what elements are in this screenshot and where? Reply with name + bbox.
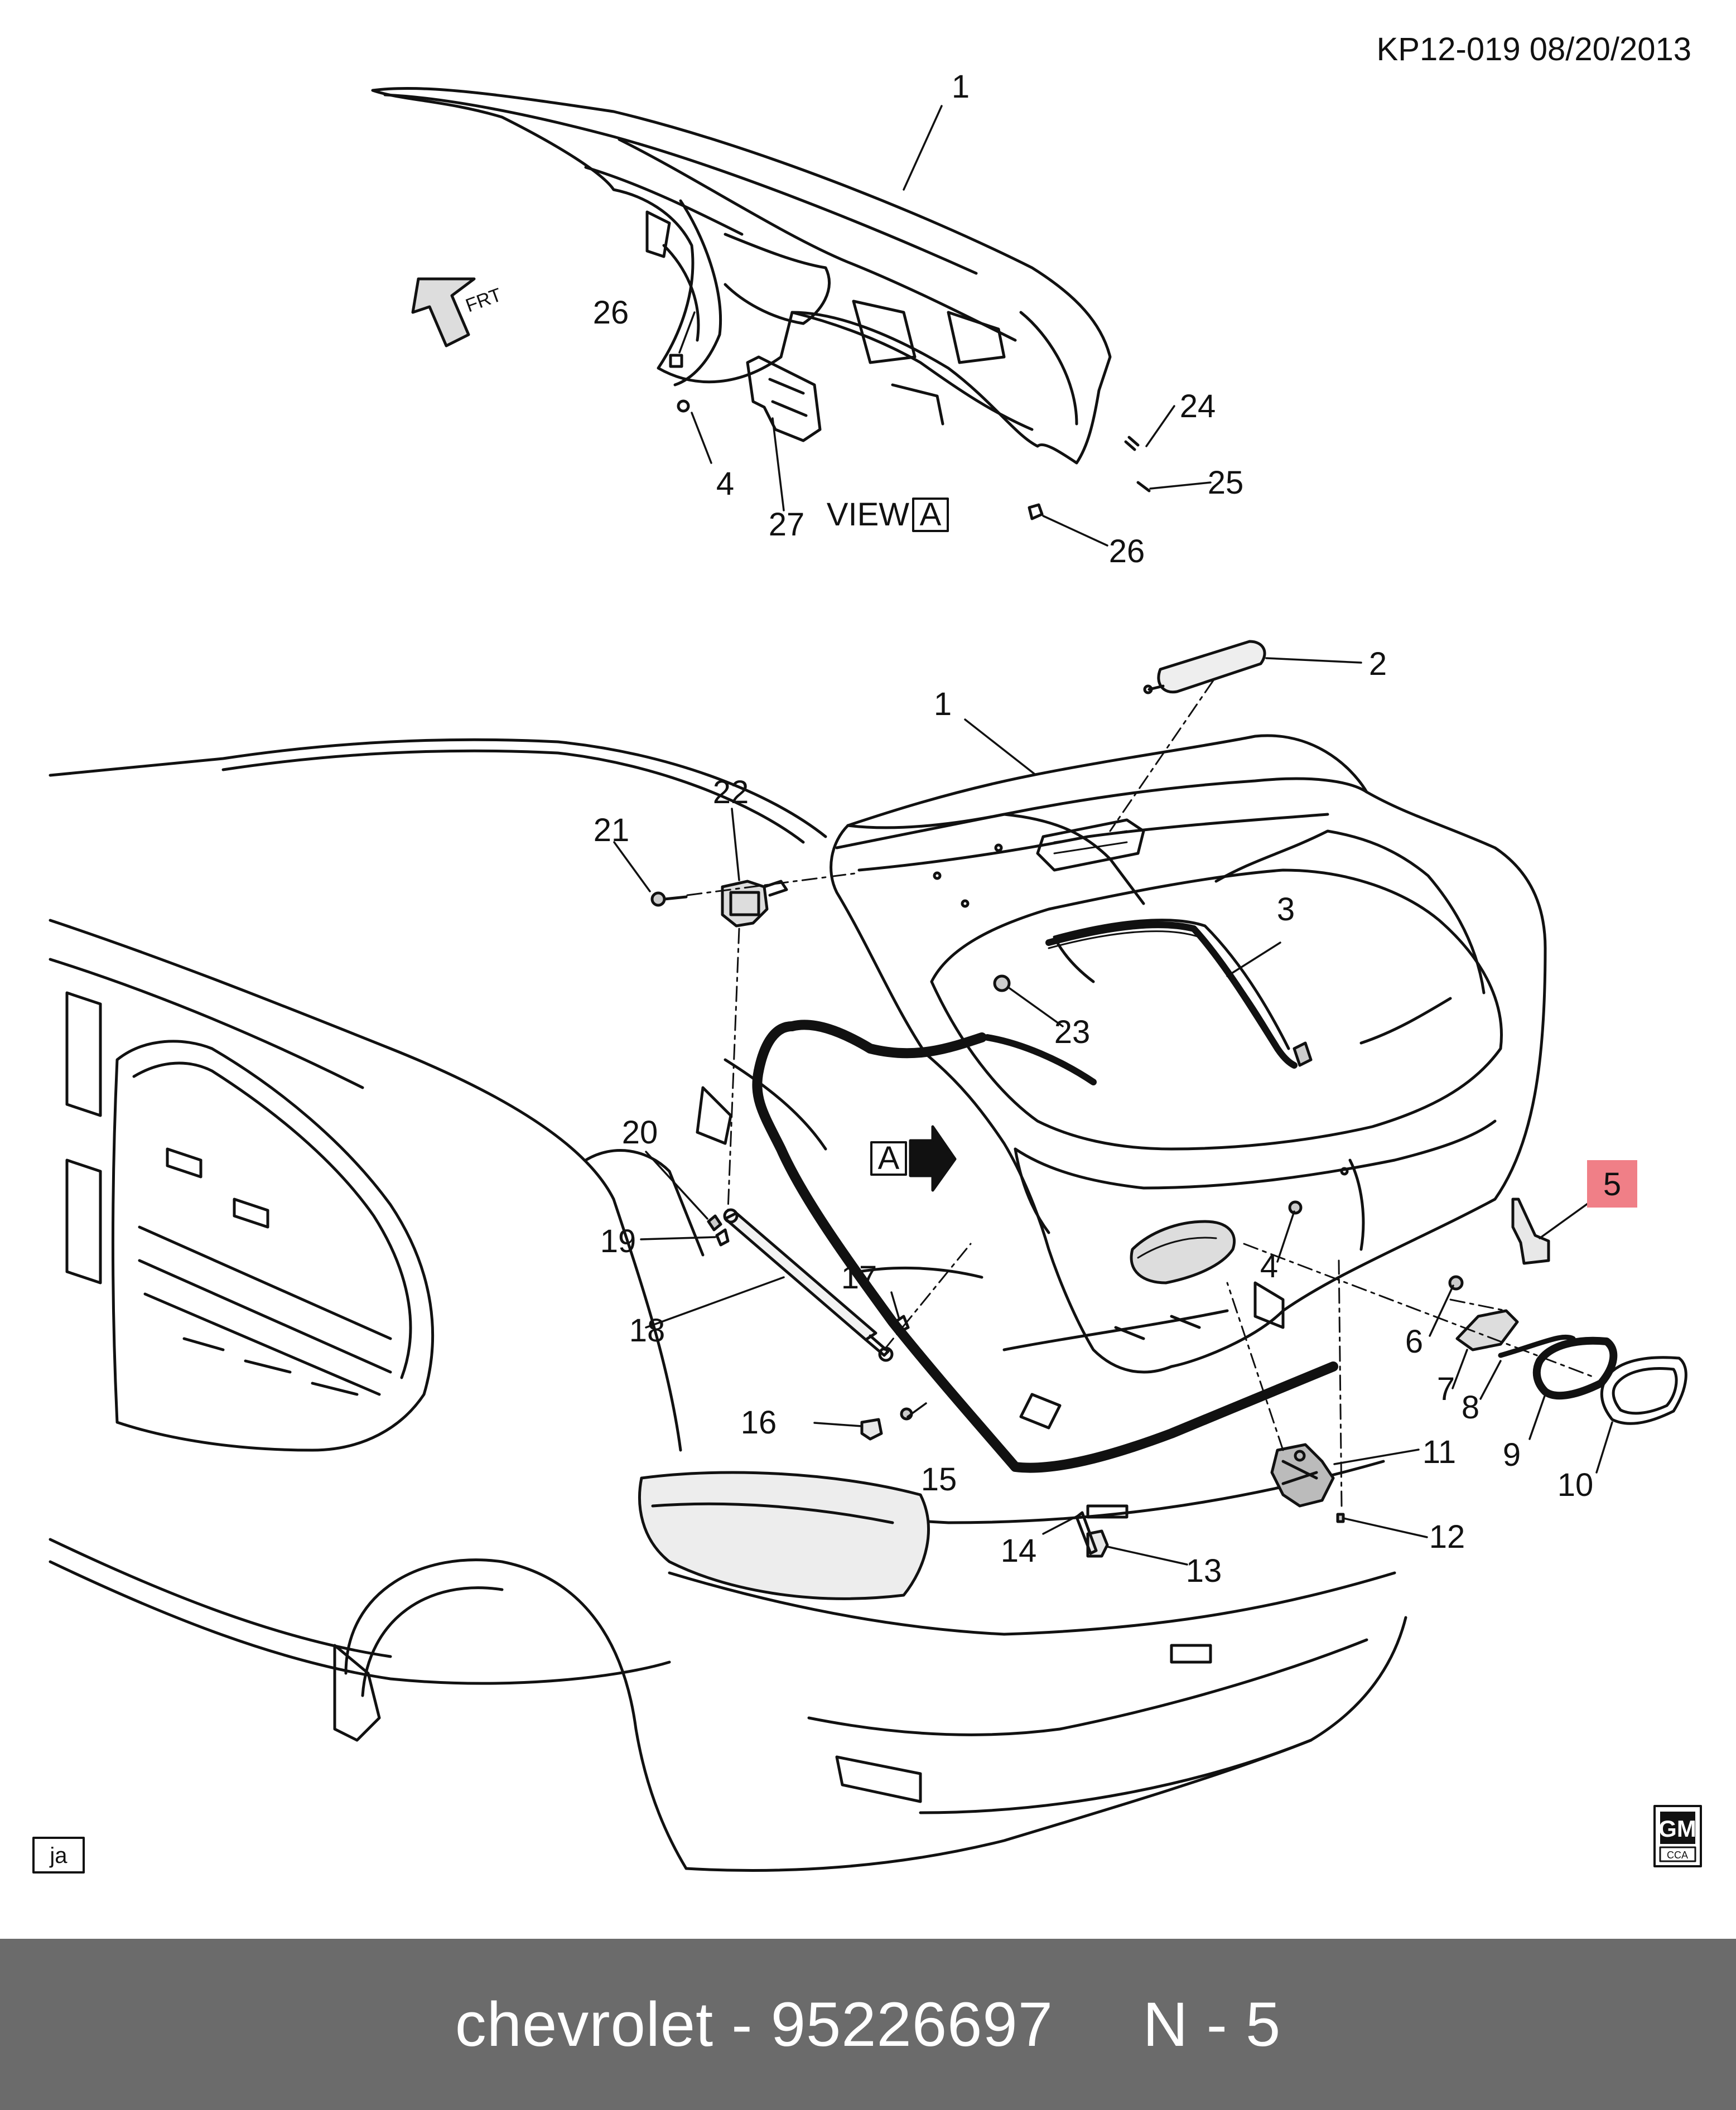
callout-22: 22 <box>713 774 749 810</box>
part-16-clip <box>860 1418 883 1441</box>
part-7-handle <box>1455 1309 1519 1351</box>
callout-top-1: 1 <box>952 69 970 105</box>
callout-top-27: 27 <box>769 506 805 543</box>
callout-19: 19 <box>600 1223 636 1259</box>
part-5-highlight <box>1587 1160 1637 1208</box>
part-9-bezel-seal <box>1532 1336 1618 1400</box>
callout-top-26b: 26 <box>1109 533 1145 569</box>
callout-6: 6 <box>1405 1324 1423 1360</box>
callout-3: 3 <box>1277 891 1295 928</box>
gm-logo-sub: CCA <box>1667 1850 1688 1861</box>
callout-7: 7 <box>1437 1371 1455 1407</box>
part-19-clip <box>715 1228 730 1247</box>
part-8-gasket <box>1498 1334 1576 1358</box>
part-21-bolt <box>650 891 688 907</box>
callout-top-4: 4 <box>716 466 734 502</box>
callout-23: 23 <box>1054 1014 1091 1050</box>
view-label-letter: A <box>920 496 942 533</box>
callout-12: 12 <box>1429 1519 1465 1555</box>
part-4-screw <box>1288 1200 1303 1215</box>
part-23-nut <box>993 974 1011 992</box>
view-marker-letter: A <box>878 1140 900 1176</box>
callout-16: 16 <box>741 1404 777 1441</box>
part-3-glass-seal <box>1045 921 1298 1069</box>
callout-4: 4 <box>1260 1248 1278 1285</box>
vehicle-body <box>49 738 1407 1872</box>
weatherstrip-seal <box>752 1066 1338 1473</box>
footer-bar: chevrolet - 95226697 N - 5 <box>0 1939 1736 2110</box>
part-11-latch <box>1270 1443 1335 1508</box>
liftgate-inner-view <box>371 86 1151 520</box>
view-label-box <box>912 498 949 532</box>
callout-8: 8 <box>1462 1389 1479 1426</box>
callout-1: 1 <box>934 686 952 722</box>
callout-9: 9 <box>1503 1437 1521 1473</box>
callout-17: 17 <box>841 1259 877 1296</box>
callout-20: 20 <box>622 1114 658 1151</box>
callout-10: 10 <box>1557 1467 1594 1503</box>
front-direction-arrow <box>411 277 476 347</box>
part-20-ball-stud <box>707 1214 722 1232</box>
leader-lines <box>613 105 1613 1566</box>
callout-13: 13 <box>1186 1553 1222 1589</box>
callout-15: 15 <box>921 1461 957 1498</box>
part-2-lamp <box>1143 640 1266 694</box>
callout-top-25: 25 <box>1208 465 1244 501</box>
artist-initials: ja <box>49 1843 67 1868</box>
callout-14: 14 <box>1001 1533 1037 1569</box>
frt-label: FRT <box>463 284 505 316</box>
view-direction-arrow <box>909 1125 957 1192</box>
artist-initials-box <box>32 1837 85 1874</box>
view-marker-box <box>870 1141 907 1176</box>
part-5-bracket <box>1511 1198 1550 1265</box>
footer-part-text: chevrolet - 95226697 N - 5 <box>455 1990 1281 2059</box>
part-18-gas-strut <box>723 1208 894 1362</box>
gm-logo <box>1653 1805 1702 1867</box>
part-17-clip <box>894 1315 910 1334</box>
dashed-relation-lines <box>686 679 1597 1507</box>
part-14-rod <box>1075 1511 1098 1555</box>
gm-logo-brand: GM <box>1658 1816 1696 1842</box>
callout-2: 2 <box>1369 646 1387 682</box>
part-22-hinge <box>721 880 788 928</box>
callout-21: 21 <box>594 812 630 848</box>
callout-top-24: 24 <box>1180 388 1216 424</box>
part-12-bolt <box>1336 1513 1345 1523</box>
view-label-text: VIEW <box>827 496 909 533</box>
callout-11: 11 <box>1422 1434 1456 1470</box>
callout-5: 5 <box>1603 1166 1621 1203</box>
parts-diagram: KP12-019 08/20/2013 FRT VIEW A A 1 26 4 … <box>32 31 1702 1874</box>
doc-id: KP12-019 08/20/2013 <box>1377 31 1691 67</box>
callout-labels: 1 26 4 27 24 25 26 2 1 3 22 21 23 20 19 … <box>593 69 1621 1589</box>
callout-top-26a: 26 <box>593 294 629 331</box>
callout-18: 18 <box>629 1312 666 1349</box>
part-10-handle-bezel <box>1600 1356 1687 1425</box>
